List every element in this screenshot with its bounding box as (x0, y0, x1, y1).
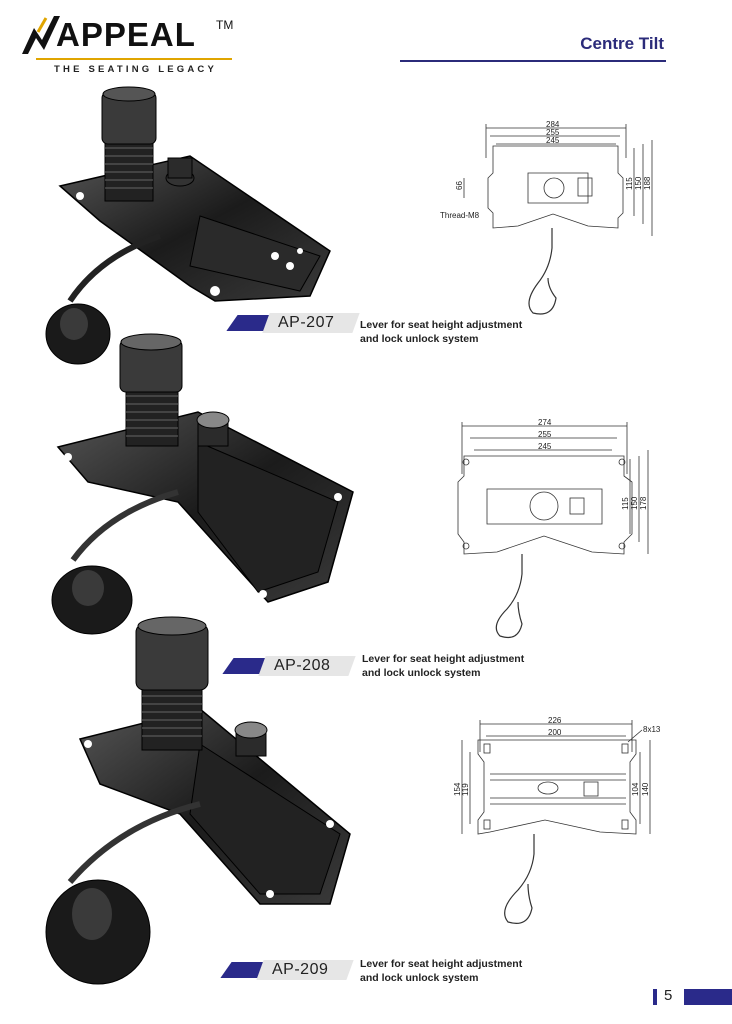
dim-width-inner: 200 (548, 728, 562, 737)
thread-label: Thread-M8 (440, 211, 480, 220)
dim-height-3: 188 (643, 176, 652, 190)
footer-accent-block (684, 989, 732, 1005)
description-line: Lever for seat height adjustment (362, 653, 525, 665)
product-description: Lever for seat height adjustment and loc… (360, 318, 560, 346)
dim-right-outer: 140 (641, 782, 650, 796)
model-number: AP-208 (274, 657, 331, 674)
dim-width-inner: 245 (538, 442, 552, 451)
brand-tagline: THE SEATING LEGACY (54, 64, 217, 75)
description-line: and lock unlock system (360, 972, 479, 984)
dim-left: 66 (455, 181, 464, 190)
header-divider (400, 60, 666, 62)
dim-left-inner: 119 (461, 783, 470, 796)
model-number: AP-207 (278, 314, 335, 331)
dim-width-inner: 245 (546, 136, 560, 145)
product-photo-ap-209 (45, 616, 351, 985)
model-tag-ap-209: AP-209 (220, 960, 366, 980)
dim-height-1: 115 (625, 177, 634, 190)
model-tag-ap-208: AP-208 (222, 656, 368, 676)
model-number: AP-209 (272, 961, 329, 978)
dim-width-mid: 255 (538, 430, 552, 439)
logo-swoosh-icon (22, 16, 60, 54)
trademark-mark: TM (216, 18, 234, 32)
dim-height-1: 115 (621, 497, 630, 510)
product-description: Lever for seat height adjustment and loc… (362, 652, 562, 680)
product-photo-ap-207 (45, 86, 331, 365)
logo-underline (36, 58, 232, 60)
description-line: Lever for seat height adjustment (360, 958, 523, 970)
dim-right-inner: 104 (631, 782, 640, 796)
dim-left-outer: 154 (453, 782, 462, 796)
dim-height-2: 150 (630, 496, 639, 510)
page-number-marker (653, 989, 657, 1005)
brand-logo: APPEAL TM THE SEATING LEGACY (20, 10, 233, 75)
model-tag-ap-207: AP-207 (226, 313, 372, 333)
section-title: Centre Tilt (580, 34, 664, 53)
product-description: Lever for seat height adjustment and loc… (360, 957, 560, 985)
dim-height-3: 178 (639, 496, 648, 510)
technical-drawing-ap-208: 274 255 245 115 150 178 (457, 418, 649, 639)
description-line: and lock unlock system (360, 333, 479, 345)
technical-drawing-ap-207: 284 255 245 66 115 150 188 Thread-M8 (440, 120, 653, 315)
description-line: Lever for seat height adjustment (360, 319, 523, 331)
dim-width-outer: 226 (548, 716, 562, 725)
dim-slot: 8x13 (643, 725, 661, 734)
dim-width-outer: 284 (546, 120, 560, 129)
product-photo-ap-208 (51, 333, 354, 635)
brand-name: APPEAL (56, 16, 196, 53)
description-line: and lock unlock system (362, 667, 481, 679)
technical-drawing-ap-209: 226 200 8x13 154 119 104 140 (453, 716, 661, 924)
dim-width-outer: 274 (538, 418, 552, 427)
dim-width-mid: 255 (546, 128, 560, 137)
page-number: 5 (664, 987, 673, 1004)
dim-height-2: 150 (634, 176, 643, 190)
